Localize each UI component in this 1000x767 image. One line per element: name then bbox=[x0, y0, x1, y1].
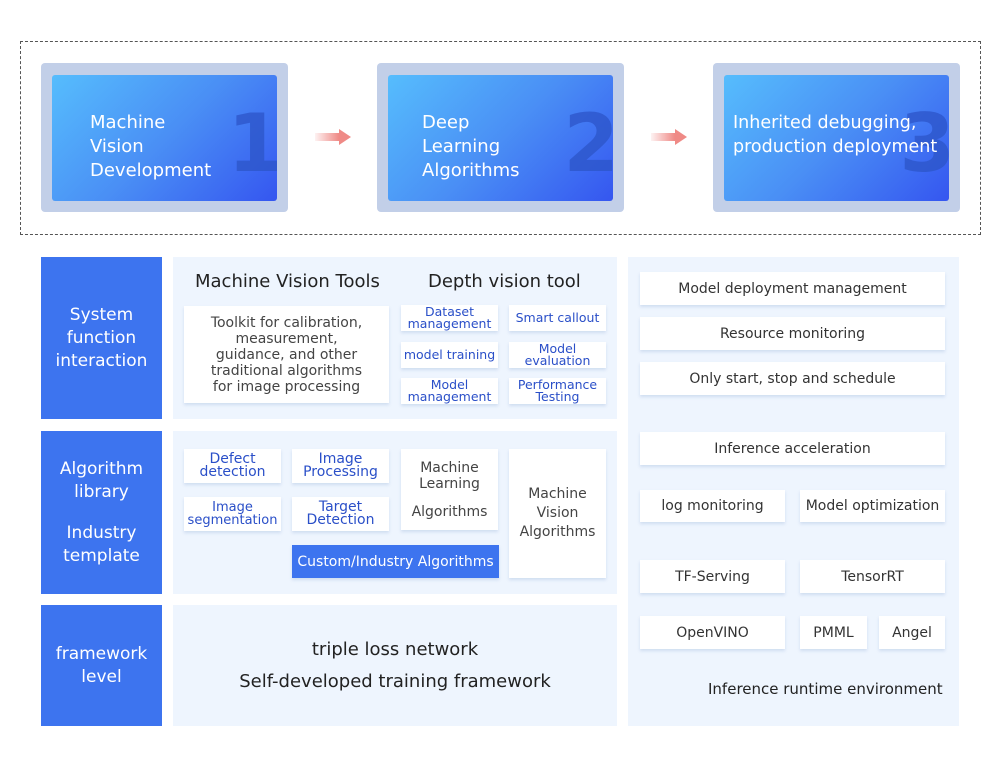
runtime-caption: Inference runtime environment bbox=[708, 680, 943, 698]
runtime-item: TensorRT bbox=[800, 560, 945, 593]
mv-algorithms: Machine Vision Algorithms bbox=[509, 449, 606, 578]
tool-item: model training bbox=[401, 342, 498, 368]
step-number: 2 bbox=[563, 97, 613, 190]
tool-item: Performance Testing bbox=[509, 378, 606, 404]
step-title: Machine Vision Development bbox=[90, 112, 212, 181]
depth-tools-title: Depth vision tool bbox=[428, 271, 581, 292]
tool-item: Model evaluation bbox=[509, 342, 606, 368]
step-number: 1 bbox=[227, 97, 277, 190]
layer-label-framework: framework level bbox=[41, 605, 162, 726]
runtime-item: Angel bbox=[879, 616, 945, 649]
runtime-item: TF-Serving bbox=[640, 560, 785, 593]
step-card-2: 2 Deep Learning Algorithms bbox=[377, 63, 624, 212]
arrow-icon bbox=[315, 129, 351, 145]
mv-tools-desc: Toolkit for calibration, measurement, gu… bbox=[184, 306, 389, 403]
runtime-item: Inference acceleration bbox=[640, 432, 945, 465]
label-text: framework level bbox=[55, 643, 148, 687]
algo-item: Target Detection bbox=[292, 497, 389, 531]
label-text: System function interaction bbox=[55, 304, 148, 371]
framework-line: Self-developed training framework bbox=[239, 670, 551, 692]
ml-text: Machine Learning bbox=[419, 459, 480, 492]
tool-item: Smart callout bbox=[509, 305, 606, 331]
layer-label-system: System function interaction bbox=[41, 257, 162, 419]
runtime-item: Model deployment management bbox=[640, 272, 945, 305]
algo-item: Image Processing bbox=[292, 449, 389, 483]
label-text: Algorithm library bbox=[59, 458, 144, 502]
tool-item: Dataset management bbox=[401, 305, 498, 331]
runtime-item: OpenVINO bbox=[640, 616, 785, 649]
step-title: Inherited debugging, production deployme… bbox=[733, 113, 938, 157]
algo-item: Defect detection bbox=[184, 449, 281, 483]
runtime-item: Resource monitoring bbox=[640, 317, 945, 350]
framework-line: triple loss network bbox=[311, 638, 479, 660]
runtime-item: Only start, stop and schedule bbox=[640, 362, 945, 395]
label-text: Industry template bbox=[63, 522, 140, 566]
arrow-icon bbox=[651, 129, 687, 145]
algo-item: Image segmentation bbox=[184, 497, 281, 531]
mv-tools-title: Machine Vision Tools bbox=[195, 271, 380, 292]
pipeline-frame bbox=[20, 41, 981, 235]
tool-item: Model management bbox=[401, 378, 498, 404]
step-title: Deep Learning Algorithms bbox=[422, 112, 520, 181]
runtime-item: PMML bbox=[800, 616, 867, 649]
ml-text: Algorithms bbox=[411, 503, 488, 520]
runtime-item: log monitoring bbox=[640, 490, 785, 522]
step-number: 3 bbox=[899, 97, 949, 190]
custom-algorithms: Custom/Industry Algorithms bbox=[292, 545, 499, 578]
runtime-item: Model optimization bbox=[800, 490, 945, 522]
